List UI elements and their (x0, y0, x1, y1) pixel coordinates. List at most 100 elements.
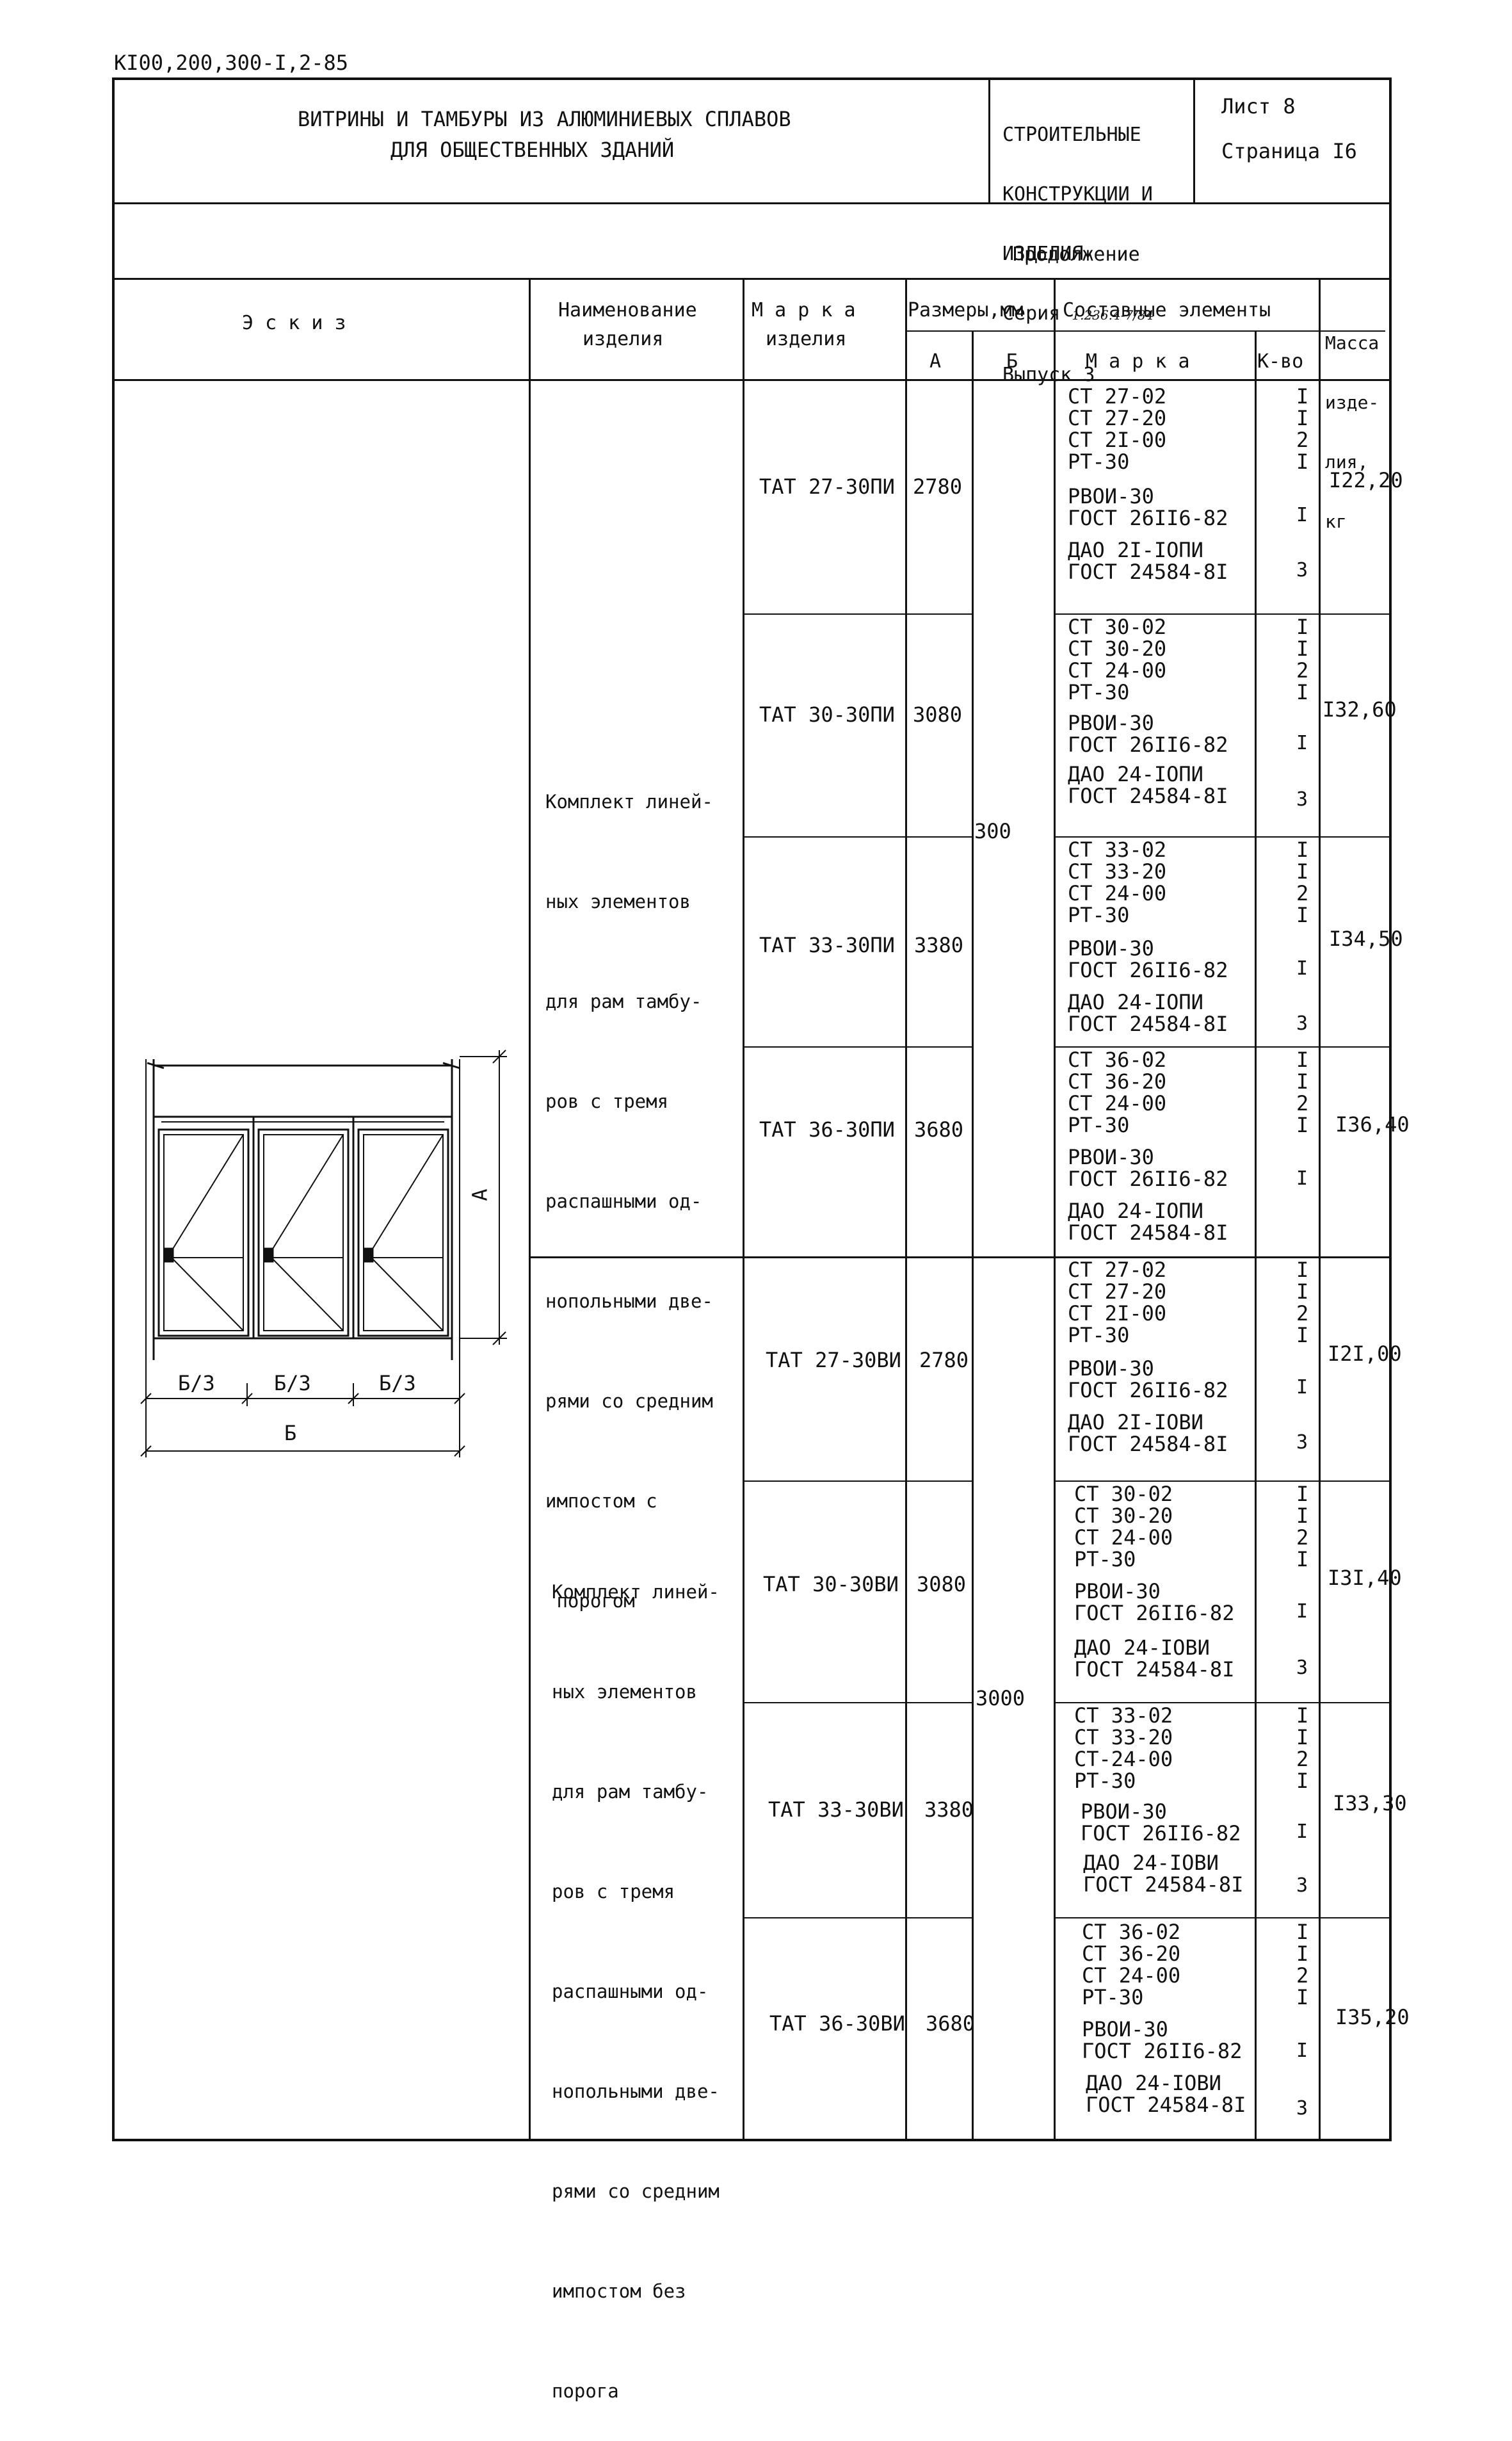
header-a: А (929, 350, 942, 373)
element-mark: РВОИ-30 (1068, 936, 1154, 961)
element-mark: СТ 24-00 (1082, 1963, 1181, 1988)
element-mark: СТ 24-00 (1074, 1525, 1173, 1550)
sketch-hinge-2 (264, 1247, 274, 1263)
header-sizes: Размеры,мм (908, 299, 1024, 321)
element-mark: ГОСТ 24584-8I (1074, 1657, 1235, 1682)
element-qty: I (1296, 1258, 1309, 1282)
sketch-door-2 (257, 1128, 350, 1337)
element-mark: СТ-24-00 (1074, 1747, 1173, 1771)
group-2-name-line: рями со средним (552, 2180, 720, 2202)
element-mark: ГОСТ 26II6-82 (1068, 733, 1228, 757)
row-mass: I3I,40 (1328, 1566, 1402, 1590)
row-mass: I35,20 (1335, 2005, 1410, 2029)
table-header-bottom-rule (113, 379, 1392, 381)
element-qty: 2 (1296, 658, 1309, 683)
row-a: 2780 (913, 474, 963, 499)
col-rule-qty (1255, 330, 1257, 2141)
group-1-name-line: порогом (545, 1590, 635, 1612)
title-divider-1 (988, 77, 990, 204)
page-number: Страница I6 (1221, 139, 1357, 163)
frame-bottom (112, 2139, 1392, 2141)
element-mark: СТ 2I-00 (1068, 428, 1167, 452)
element-mark: СТ 30-20 (1068, 637, 1167, 661)
row-mark: ТАТ 30-30ПИ (759, 702, 895, 727)
element-qty: I (1296, 1985, 1309, 2009)
row-rule (1054, 1917, 1392, 1918)
element-qty: I (1296, 1725, 1309, 1749)
element-mark: РВОИ-30 (1068, 711, 1154, 735)
element-mark: СТ 27-20 (1068, 406, 1167, 430)
dimension-tick (454, 1445, 465, 1457)
stamp-series-label: Серия (1002, 302, 1061, 325)
group-2-name-line: ров с тремя (552, 1881, 675, 1902)
element-qty: 2 (1296, 881, 1309, 905)
header-elements: Составные элементы (1063, 299, 1271, 321)
element-qty: I (1296, 680, 1309, 704)
element-mark: РВОИ-30 (1068, 484, 1154, 508)
element-qty: I (1296, 1279, 1309, 1304)
row-q3: 3 (1296, 1874, 1308, 1897)
element-mark: СТ 33-02 (1068, 838, 1167, 862)
element-mark: РВОИ-30 (1068, 1145, 1154, 1169)
row-q3: 3 (1296, 788, 1308, 811)
element-mark: СТ 24-00 (1068, 881, 1167, 905)
element-qty: I (1296, 1920, 1309, 1944)
element-mark: СТ 30-02 (1074, 1482, 1173, 1506)
sketch-door-3-inner (363, 1134, 444, 1331)
row-mark: ТАТ 27-30ВИ (766, 1348, 901, 1372)
group-2-name-line: Комплект линей- (552, 1581, 720, 1603)
row-rule (743, 836, 972, 838)
group-2-name: Комплект линей- ных элементов для рам та… (552, 1509, 720, 2441)
row-a: 2780 (919, 1348, 969, 1372)
row-q2: I (1296, 1167, 1308, 1190)
sketch-label-b3-2: Б/3 (274, 1371, 311, 1395)
row-q3: 3 (1296, 1012, 1308, 1035)
row-mark: ТАТ 33-30ПИ (759, 933, 895, 957)
element-mark: ДАО 2I-IОПИ (1068, 538, 1203, 562)
group-1-name-line: ров с тремя (545, 1091, 669, 1112)
sketch-door-2-swing (268, 1134, 344, 1256)
col-rule-mark (743, 278, 744, 2141)
sketch-door-1-swing (168, 1134, 244, 1256)
element-qty: I (1296, 1113, 1309, 1137)
row-mass: I22,20 (1329, 468, 1403, 492)
frame-top (113, 77, 1392, 80)
element-mark: РТ-30 (1068, 680, 1130, 704)
element-mark: СТ 36-20 (1082, 1942, 1181, 1966)
row-q3: 3 (1296, 1431, 1308, 1454)
group-1-name-line: распашными од- (545, 1190, 702, 1212)
element-qty: I (1296, 1942, 1309, 1966)
stamp-line-2: КОНСТРУКЦИИ И (1002, 183, 1153, 206)
element-qty: 2 (1296, 1963, 1309, 1988)
element-mark: СТ 33-20 (1068, 859, 1167, 884)
group-1-name-line: импостом с (545, 1490, 657, 1512)
row-rule (1054, 613, 1392, 615)
element-mark: ДАО 24-IОПИ (1068, 990, 1203, 1014)
tambour-sketch (140, 1050, 507, 1457)
row-mass: I33,30 (1333, 1791, 1407, 1815)
dimension-tick (348, 1393, 359, 1404)
stamp-block: СТРОИТЕЛЬНЫЕ КОНСТРУКЦИИ И ИЗДЕЛИЯ Серия… (1002, 85, 1154, 405)
stamp-series-row: Серия 1.236.4-7/84 (1002, 304, 1154, 325)
element-mark: ГОСТ 24584-8I (1068, 1432, 1228, 1456)
header-sketch: Э с к и з (242, 312, 346, 334)
row-q2: I (1296, 1600, 1308, 1623)
col-rule-name (529, 278, 531, 2141)
row-rule (743, 613, 972, 615)
stamp-series-value: 1.236.4-7/84 (1072, 307, 1154, 323)
dimension-a-tick (492, 1050, 506, 1064)
group-separator (529, 1256, 1392, 1258)
element-mark: СТ 24-00 (1068, 1091, 1167, 1115)
